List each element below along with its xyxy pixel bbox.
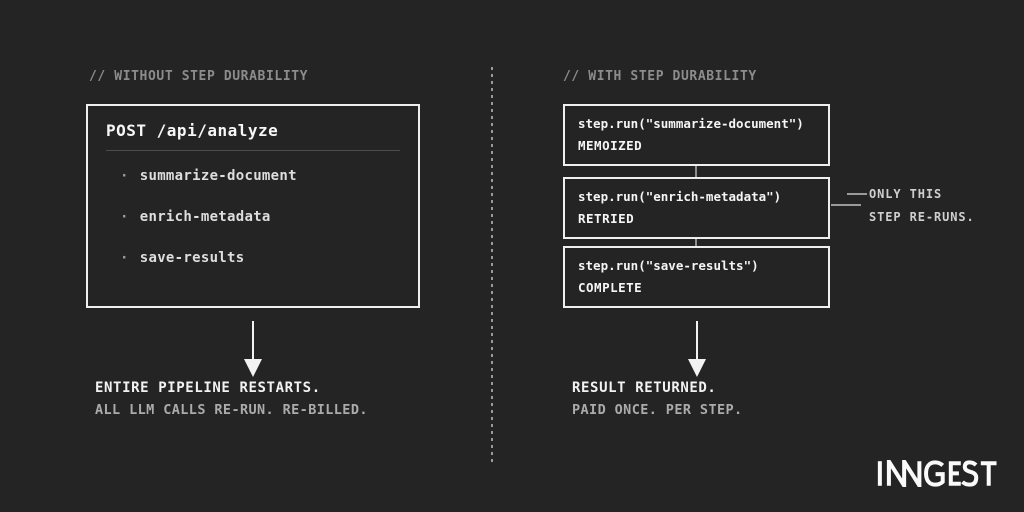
list-item: · enrich-metadata <box>106 209 400 225</box>
pipeline-step-list: · summarize-document · enrich-metadata · sa… <box>106 168 400 266</box>
down-arrow-icon <box>244 321 262 377</box>
pipeline-step-name: enrich-metadata <box>139 209 271 225</box>
left-result-subtitle: ALL LLM CALLS RE-RUN. RE-BILLED. <box>95 402 368 418</box>
pipeline-step-name: summarize-document <box>139 168 297 184</box>
bullet-dot-icon: · <box>120 209 129 225</box>
left-result-title: ENTIRE PIPELINE RESTARTS. <box>95 380 321 396</box>
step-status-badge: MEMOIZED <box>578 138 643 153</box>
step-status-badge: RETRIED <box>578 211 635 226</box>
retry-note-line1: ONLY THIS <box>869 187 943 201</box>
inngest-logo <box>877 460 997 487</box>
bullet-dot-icon: · <box>120 250 129 266</box>
vertical-dotted-divider <box>491 67 493 463</box>
pipeline-step-name: save-results <box>139 250 245 266</box>
pipeline-title-divider <box>106 150 400 151</box>
step-connector-line <box>695 239 697 246</box>
retry-note-line2: STEP RE-RUNS. <box>869 210 975 224</box>
step-box-enrich: step.run("enrich-metadata") RETRIED <box>563 177 830 239</box>
without-durability-label: // WITHOUT STEP DURABILITY <box>89 69 309 84</box>
step-code: step.run("save-results") <box>578 258 759 273</box>
note-callout-dash <box>831 204 861 206</box>
step-code: step.run("enrich-metadata") <box>578 189 782 204</box>
list-item: · summarize-document <box>106 168 400 184</box>
bullet-dot-icon: · <box>120 168 129 184</box>
step-code: step.run("summarize-document") <box>578 116 804 131</box>
list-item: · save-results <box>106 250 400 266</box>
right-result-subtitle: PAID ONCE. PER STEP. <box>572 402 743 418</box>
with-durability-label: // WITH STEP DURABILITY <box>563 69 757 84</box>
api-pipeline-box: POST /api/analyze · summarize-document · e… <box>86 104 420 308</box>
step-connector-line <box>695 166 697 177</box>
step-box-save: step.run("save-results") COMPLETE <box>563 246 830 308</box>
api-endpoint-title: POST /api/analyze <box>106 121 279 140</box>
note-callout-dash <box>847 193 867 195</box>
step-status-badge: COMPLETE <box>578 280 643 295</box>
down-arrow-icon <box>688 321 706 377</box>
right-result-title: RESULT RETURNED. <box>572 380 717 396</box>
step-box-summarize: step.run("summarize-document") MEMOIZED <box>563 104 830 166</box>
